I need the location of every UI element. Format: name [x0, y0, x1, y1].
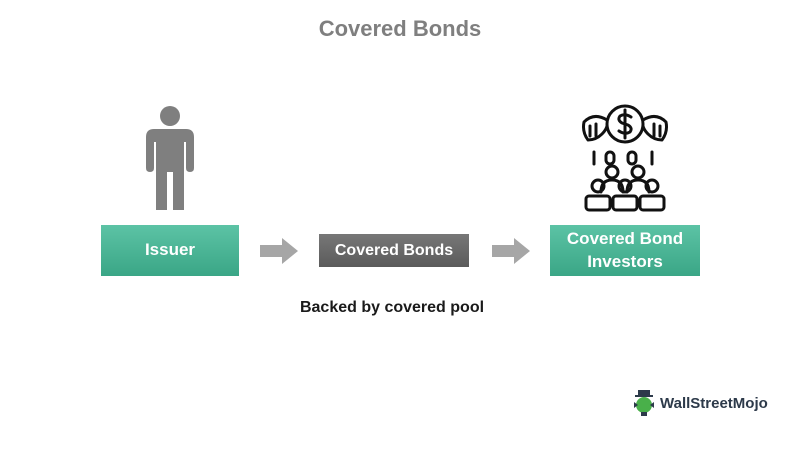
diagram-caption: Backed by covered pool: [299, 299, 485, 316]
investors-dollar-icon: [582, 104, 668, 212]
person-icon: [146, 106, 194, 210]
covered-bonds-label: Covered Bonds: [334, 241, 454, 259]
wallstreetmojo-logo-icon: [634, 390, 654, 416]
investors-label-line2: Investors: [587, 251, 663, 271]
covered-bonds-box: Covered Bonds: [319, 234, 469, 267]
right-arrow-icon: [492, 238, 530, 264]
brand-logo[interactable]: WallStreetMojo: [632, 390, 768, 416]
issuer-label: Issuer: [144, 240, 196, 260]
issuer-box: Issuer: [101, 225, 239, 276]
diagram-title: Covered Bonds: [318, 16, 482, 41]
investors-label-line1: Covered Bond: [566, 228, 684, 248]
right-arrow-icon: [260, 238, 298, 264]
investors-box: Covered Bond Investors: [550, 225, 700, 276]
brand-name: WallStreetMojo: [660, 394, 768, 412]
